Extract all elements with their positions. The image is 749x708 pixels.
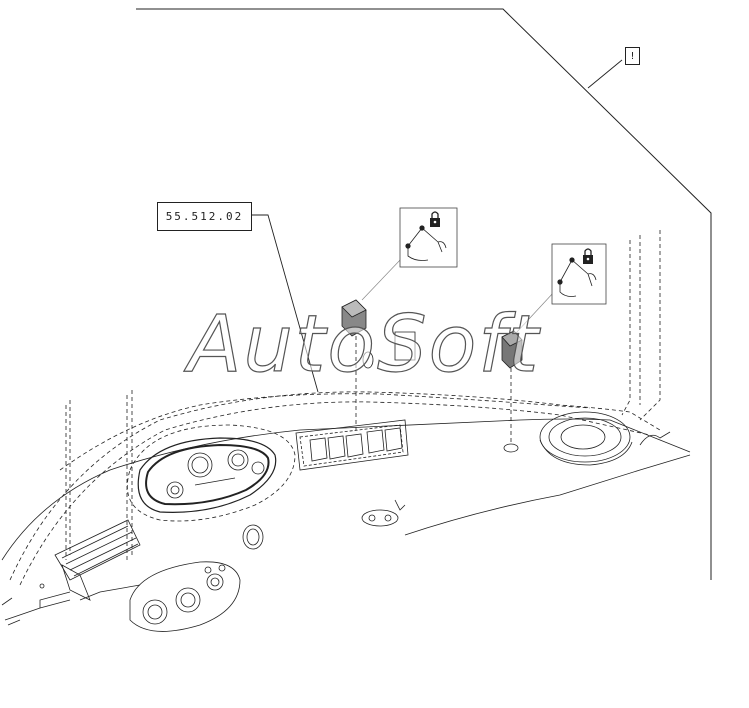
dash-socket [361,509,399,527]
dashboard-top [9,391,661,586]
left-switch [341,257,416,430]
part-reference-callout[interactable]: 55.512.02 [157,202,252,231]
instrument-cluster [126,424,296,522]
hitch-lock-icon [399,207,458,268]
windshield-pillars [65,230,661,560]
dashboard-front [1,418,691,621]
part-reference-leader [250,214,319,393]
round-housing [539,411,633,466]
frame-reference-callout[interactable]: ! [625,47,640,65]
switch-panel [295,419,409,471]
vent-grille [54,519,141,601]
lower-knob-panel [129,561,241,632]
watermark-text: AutoSoft [187,299,541,390]
dash-edge-details [1,431,671,626]
frame-leader-line [587,59,623,89]
cab-frame-outline [136,8,712,580]
hitch-lock-icon [551,243,607,305]
right-switch [501,291,555,453]
round-control [242,524,264,550]
